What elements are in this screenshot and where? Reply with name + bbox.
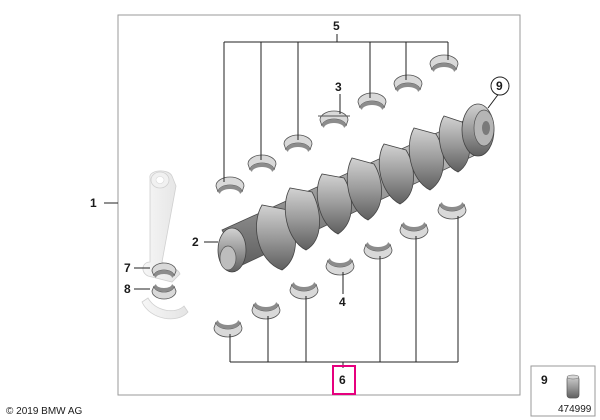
leader-lines [104, 34, 501, 368]
callout-labels: 1 2 3 4 5 6 7 8 9 [90, 19, 510, 387]
upper-bearing-shell[interactable] [319, 110, 349, 128]
upper-bearing-shell[interactable] [429, 54, 459, 72]
selected-callout-highlight [332, 365, 356, 395]
lower-bearing-shell[interactable] [213, 320, 243, 338]
callout-3[interactable]: 3 [335, 80, 342, 94]
upper-bearing-shell[interactable] [215, 176, 245, 194]
callout-4[interactable]: 4 [339, 295, 346, 309]
callout-5[interactable]: 5 [333, 19, 340, 33]
lower-bearing-shell[interactable] [251, 302, 281, 320]
lower-bearing-shell[interactable] [363, 242, 393, 260]
bearing-shells-upper[interactable] [215, 54, 459, 194]
lower-bearing-shell[interactable] [399, 222, 429, 240]
upper-bearing-shell[interactable] [283, 134, 313, 152]
crankshaft[interactable] [217, 103, 495, 273]
callout-1[interactable]: 1 [90, 196, 97, 210]
connecting-rod-cap[interactable] [141, 297, 189, 320]
copyright: © 2019 BMW AG [6, 406, 83, 417]
inset-part-9[interactable]: 9 474999 [530, 365, 596, 417]
callout-8[interactable]: 8 [124, 282, 131, 296]
lower-bearing-shell[interactable] [437, 202, 467, 220]
callout-7[interactable]: 7 [124, 261, 131, 275]
upper-bearing-shell[interactable] [357, 92, 387, 110]
upper-bearing-shell[interactable] [393, 74, 423, 92]
lower-bearing-shell[interactable] [289, 282, 319, 300]
diagram-frame [117, 14, 521, 396]
bearing-shells-lower[interactable] [213, 202, 467, 338]
callout-2[interactable]: 2 [192, 235, 199, 249]
dowel-pin-icon [566, 374, 580, 399]
crank-webs [256, 115, 471, 271]
callout-9-circle [490, 76, 510, 96]
inset-callout: 9 [541, 373, 548, 387]
rear-flange [461, 103, 495, 157]
callout-6[interactable]: 6 [339, 373, 346, 387]
lower-bearing-shell[interactable] [325, 258, 355, 276]
upper-bearing-shell[interactable] [247, 154, 277, 172]
diagram-ref-number: 474999 [558, 404, 592, 415]
rod-bearing-shell-upper[interactable] [151, 262, 177, 278]
callout-9[interactable]: 9 [496, 79, 503, 93]
rod-bearing-shell-lower[interactable] [151, 284, 177, 300]
